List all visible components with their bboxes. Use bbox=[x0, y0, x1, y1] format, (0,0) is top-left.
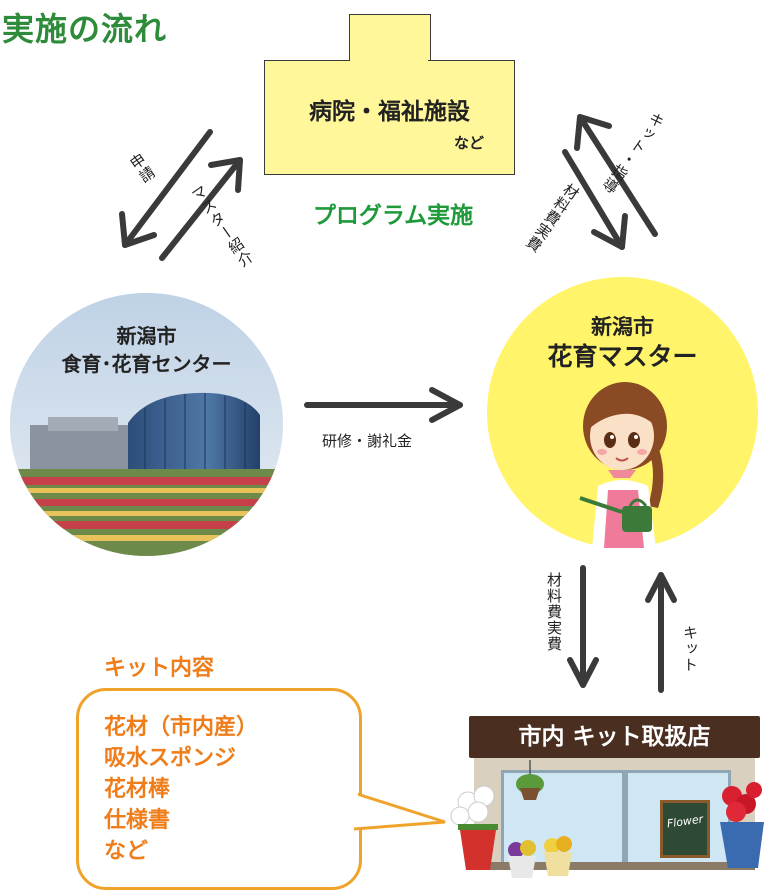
label-kit: キット bbox=[681, 625, 699, 673]
kit-item: など bbox=[104, 839, 149, 864]
kit-item: 吸水スポンジ bbox=[104, 746, 237, 771]
kit-list: 花材（市内産） 吸水スポンジ 花材棒 仕様書 など bbox=[104, 712, 258, 867]
arrow-apply bbox=[119, 129, 213, 248]
arrow-material-cost-top bbox=[562, 149, 628, 250]
house-joint bbox=[350, 59, 428, 62]
center-label: 新潟市 食育･花育センター bbox=[10, 322, 283, 378]
master-label: 新潟市 花育マスター bbox=[487, 312, 758, 372]
shop-sign bbox=[469, 716, 760, 758]
arrow-kit bbox=[645, 572, 677, 693]
kit-bubble-joint bbox=[350, 790, 358, 826]
arrow-kit-guidance bbox=[574, 114, 658, 237]
kit-title: キット内容 bbox=[104, 656, 215, 681]
label-material-cost-bottom: 材料費実費 bbox=[545, 572, 563, 652]
kit-bubble bbox=[76, 688, 362, 890]
label-training: 研修・謝礼金 bbox=[322, 432, 413, 450]
hospital-name: 病院・福祉施設 bbox=[309, 99, 470, 125]
hospital-sub: など bbox=[454, 134, 485, 152]
kit-item: 仕様書 bbox=[104, 808, 171, 833]
arrow-material-cost-bottom bbox=[567, 565, 599, 688]
kit-bubble-tail bbox=[352, 791, 446, 831]
florist-illustration bbox=[579, 382, 667, 548]
arrow-training bbox=[304, 387, 463, 423]
master-label-line1: 新潟市 bbox=[591, 315, 654, 339]
page-title: 実施の流れ bbox=[2, 10, 168, 48]
shop-name: 市内 キット取扱店 bbox=[518, 724, 711, 750]
program-label: プログラム実施 bbox=[312, 203, 474, 229]
arrow-introduce bbox=[159, 157, 243, 261]
hospital-house-tower bbox=[349, 14, 431, 65]
master-label-line2: 花育マスター bbox=[547, 342, 698, 371]
center-building-illustration bbox=[10, 293, 283, 556]
center-photo bbox=[10, 293, 283, 556]
shop-floor bbox=[474, 862, 755, 870]
flower-pots bbox=[450, 760, 764, 878]
center-label-line1: 新潟市 bbox=[116, 324, 177, 348]
chalkboard bbox=[660, 800, 710, 858]
center-label-line2: 食育･花育センター bbox=[61, 352, 232, 376]
kit-item: 花材棒 bbox=[104, 777, 171, 802]
kit-item: 花材（市内産） bbox=[104, 715, 259, 740]
